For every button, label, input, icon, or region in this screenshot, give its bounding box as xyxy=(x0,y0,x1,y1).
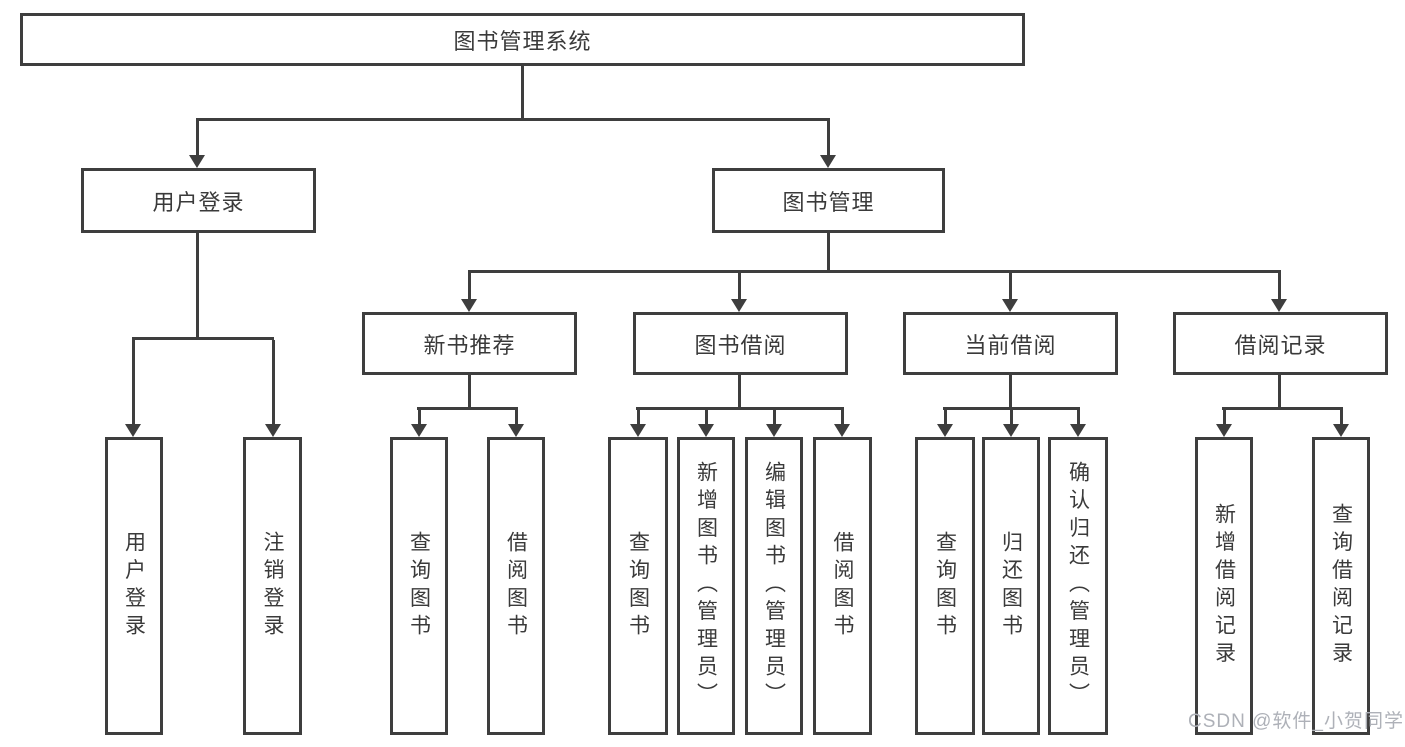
node-label: 查询图书 xyxy=(407,530,431,642)
node-label: 借阅记录 xyxy=(1234,332,1327,358)
arrowhead-down-icon xyxy=(731,299,747,312)
edge-arrow-shaft xyxy=(468,273,471,299)
node-label: 新书推荐 xyxy=(423,332,516,358)
arrowhead-down-icon xyxy=(834,424,850,437)
edge-branch-line xyxy=(417,407,518,410)
edge-stem xyxy=(468,375,471,410)
arrowhead-down-icon xyxy=(508,424,524,437)
arrowhead-down-icon xyxy=(1003,424,1019,437)
edge-stem xyxy=(827,233,830,273)
edge-arrow-shaft xyxy=(738,273,741,299)
node-new-book-recommend: 新书推荐 xyxy=(362,312,577,375)
edge-arrow-shaft xyxy=(773,410,776,424)
edge-stem xyxy=(1278,375,1281,410)
edge-branch-line xyxy=(468,270,1281,273)
arrowhead-down-icon xyxy=(461,299,477,312)
node-bb-borrow-books: 借阅图书 xyxy=(813,437,872,735)
node-cb-return-books: 归还图书 xyxy=(982,437,1040,735)
edge-arrow-shaft xyxy=(1278,273,1281,299)
edge-stem xyxy=(196,233,199,340)
edge-branch-line xyxy=(1222,407,1343,410)
edge-stem xyxy=(738,375,741,410)
node-label: 新增借阅记录 xyxy=(1212,502,1236,670)
node-cb-confirm-return-admin: 确认归还（管理员） xyxy=(1048,437,1108,735)
edge-arrow-shaft xyxy=(705,410,708,424)
node-bb-query-books: 查询图书 xyxy=(608,437,668,735)
node-bb-add-books-admin: 新增图书（管理员） xyxy=(677,437,735,735)
node-label: 查询图书 xyxy=(933,530,957,642)
arrowhead-down-icon xyxy=(1333,424,1349,437)
node-label: 图书管理系统 xyxy=(453,28,592,54)
watermark-text: CSDN @软件_小贺同学 xyxy=(1188,711,1404,732)
node-label: 借阅图书 xyxy=(504,530,528,642)
arrowhead-down-icon xyxy=(698,424,714,437)
node-book-management: 图书管理 xyxy=(712,168,945,233)
node-label: 注销登录 xyxy=(261,530,285,642)
arrowhead-down-icon xyxy=(766,424,782,437)
node-user-login: 用户登录 xyxy=(105,437,163,735)
arrowhead-down-icon xyxy=(265,424,281,437)
node-label: 借阅图书 xyxy=(831,530,855,642)
edge-arrow-shaft xyxy=(418,410,421,424)
arrowhead-down-icon xyxy=(1271,299,1287,312)
edge-arrow-shaft xyxy=(196,121,199,155)
node-label: 编辑图书（管理员） xyxy=(762,461,786,711)
node-borrow-records: 借阅记录 xyxy=(1173,312,1388,375)
node-cb-query-books: 查询图书 xyxy=(915,437,975,735)
node-label: 用户登录 xyxy=(152,189,245,215)
node-logout: 注销登录 xyxy=(243,437,302,735)
node-br-add-record: 新增借阅记录 xyxy=(1195,437,1253,735)
node-label: 确认归还（管理员） xyxy=(1066,461,1090,711)
node-label: 新增图书（管理员） xyxy=(694,461,718,711)
edge-branch-line xyxy=(943,407,1080,410)
arrowhead-down-icon xyxy=(189,155,205,168)
node-label: 查询图书 xyxy=(626,530,650,642)
edge-branch-line xyxy=(196,118,830,121)
edge-arrow-shaft xyxy=(1223,410,1226,424)
node-library-system: 图书管理系统 xyxy=(20,13,1025,66)
node-nb-borrow-books: 借阅图书 xyxy=(487,437,545,735)
node-label: 图书管理 xyxy=(782,189,875,215)
edge-arrow-shaft xyxy=(1009,273,1012,299)
edge-branch-line xyxy=(636,407,844,410)
arrowhead-down-icon xyxy=(820,155,836,168)
arrowhead-down-icon xyxy=(937,424,953,437)
arrowhead-down-icon xyxy=(411,424,427,437)
edge-arrow-shaft xyxy=(637,410,640,424)
node-book-borrow: 图书借阅 xyxy=(633,312,848,375)
edge-arrow-shaft xyxy=(1077,410,1080,424)
node-label: 用户登录 xyxy=(122,530,146,642)
edge-arrow-shaft xyxy=(1340,410,1343,424)
edge-arrow-shaft xyxy=(132,340,135,424)
node-bb-edit-books-admin: 编辑图书（管理员） xyxy=(745,437,803,735)
edge-stem xyxy=(1009,375,1012,410)
arrowhead-down-icon xyxy=(630,424,646,437)
arrowhead-down-icon xyxy=(1216,424,1232,437)
edge-stem xyxy=(521,66,524,121)
arrowhead-down-icon xyxy=(125,424,141,437)
node-br-query-record: 查询借阅记录 xyxy=(1312,437,1370,735)
edge-arrow-shaft xyxy=(272,340,275,424)
node-label: 当前借阅 xyxy=(964,332,1057,358)
node-user-login-group: 用户登录 xyxy=(81,168,316,233)
edge-branch-line xyxy=(132,337,274,340)
node-nb-query-books: 查询图书 xyxy=(390,437,448,735)
node-current-borrow: 当前借阅 xyxy=(903,312,1118,375)
node-label: 查询借阅记录 xyxy=(1329,502,1353,670)
edge-arrow-shaft xyxy=(1010,410,1013,424)
arrowhead-down-icon xyxy=(1002,299,1018,312)
arrowhead-down-icon xyxy=(1070,424,1086,437)
edge-arrow-shaft xyxy=(827,121,830,155)
edge-arrow-shaft xyxy=(841,410,844,424)
edge-arrow-shaft xyxy=(944,410,947,424)
edge-arrow-shaft xyxy=(515,410,518,424)
node-label: 归还图书 xyxy=(999,530,1023,642)
node-label: 图书借阅 xyxy=(694,332,787,358)
